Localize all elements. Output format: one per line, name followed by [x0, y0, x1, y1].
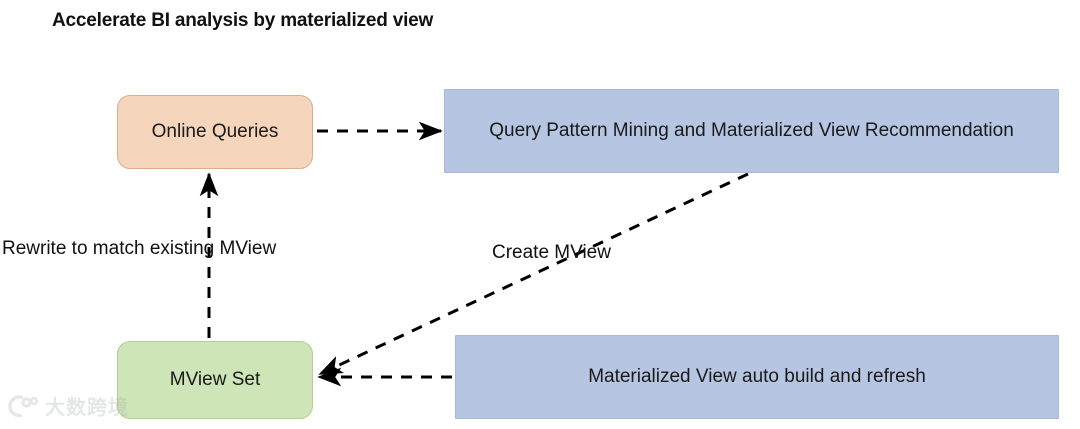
node-online-queries[interactable]: Online Queries	[117, 95, 313, 169]
watermark: 大数跨境	[8, 391, 129, 420]
watermark-logo-icon	[8, 393, 39, 419]
node-materialized-view-auto-build[interactable]: Materialized View auto build and refresh	[455, 335, 1059, 419]
page-title: Accelerate BI analysis by materialized v…	[52, 10, 434, 31]
node-query-pattern-mining[interactable]: Query Pattern Mining and Materialized Vi…	[444, 89, 1059, 173]
watermark-text: 大数跨境	[45, 397, 129, 419]
node-mview-set[interactable]: MView Set	[117, 341, 313, 419]
edge-label-rewrite-to-match-existing-mview: Rewrite to match existing MView	[2, 238, 277, 259]
edge-label-create-mview: Create MView	[492, 242, 611, 263]
